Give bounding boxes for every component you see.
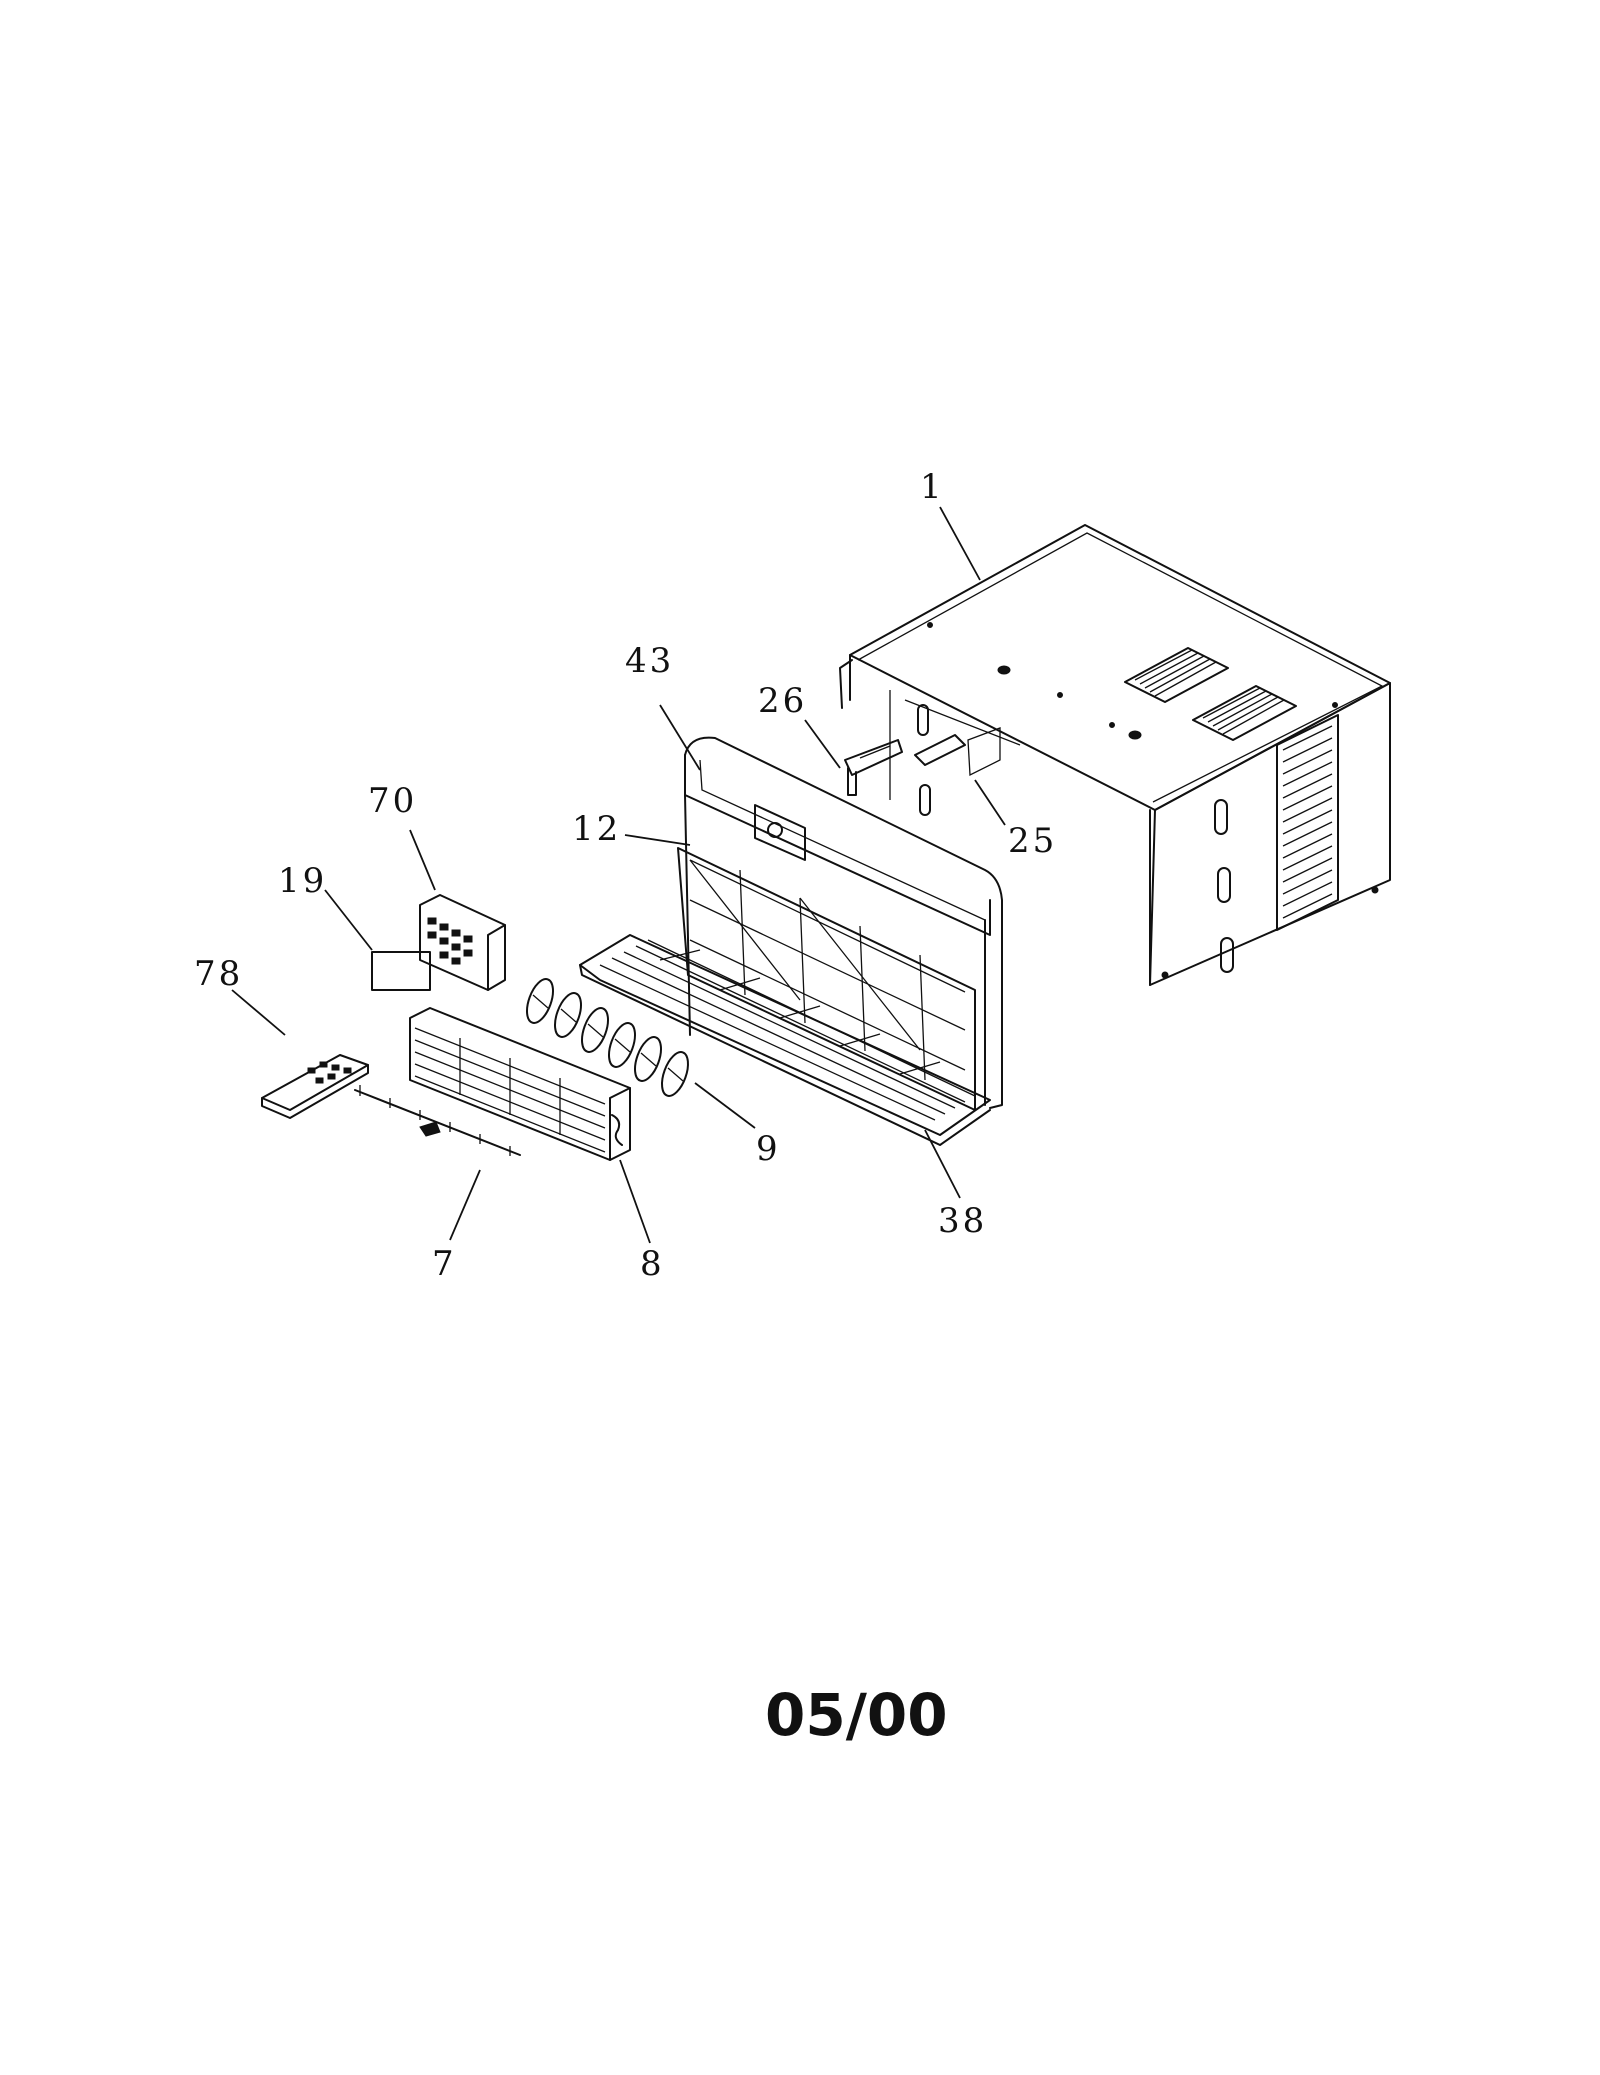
leader-26 [804,719,841,769]
leader-9 [694,1082,756,1129]
leader-12 [624,834,691,846]
callout-8: 8 [640,1244,665,1284]
air-filter-part [677,847,976,1111]
louver-discs-part [526,978,689,1097]
leader-43 [659,704,701,771]
leader-8 [619,1159,651,1244]
callout-43: 43 [625,641,674,681]
callout-labels: 1 43 26 25 70 12 19 78 9 38 7 8 [194,467,1057,1284]
leader-7 [449,1169,481,1241]
remote-control-part [261,1054,369,1119]
leader-38 [924,1129,961,1199]
top-louver-vents [1124,647,1297,741]
bottom-tray-part [579,934,991,1146]
leader-lines [231,506,1006,1244]
callout-7: 7 [432,1244,457,1284]
leader-25 [974,779,1006,826]
leader-78 [231,989,286,1036]
callout-26: 26 [758,681,807,721]
front-grille-part [409,1007,631,1161]
control-panel-part [419,894,506,991]
label-sheet-part [371,951,431,991]
leader-19 [324,889,373,951]
side-grille [1276,714,1339,931]
clip-part [844,739,903,796]
cabinet-part [839,524,1391,986]
callout-19: 19 [278,861,327,901]
callout-78: 78 [194,954,243,994]
callout-9: 9 [756,1129,781,1169]
callout-1: 1 [920,467,945,507]
callout-25: 25 [1008,821,1057,861]
date-stamp: 05/00 [765,1681,948,1749]
leader-1 [939,506,981,581]
callout-12: 12 [572,809,621,849]
leader-70 [409,829,436,891]
callout-70: 70 [368,781,417,821]
louver-rod-part [354,1085,521,1156]
callout-38: 38 [938,1201,987,1241]
front-panel-part [684,736,1003,1109]
